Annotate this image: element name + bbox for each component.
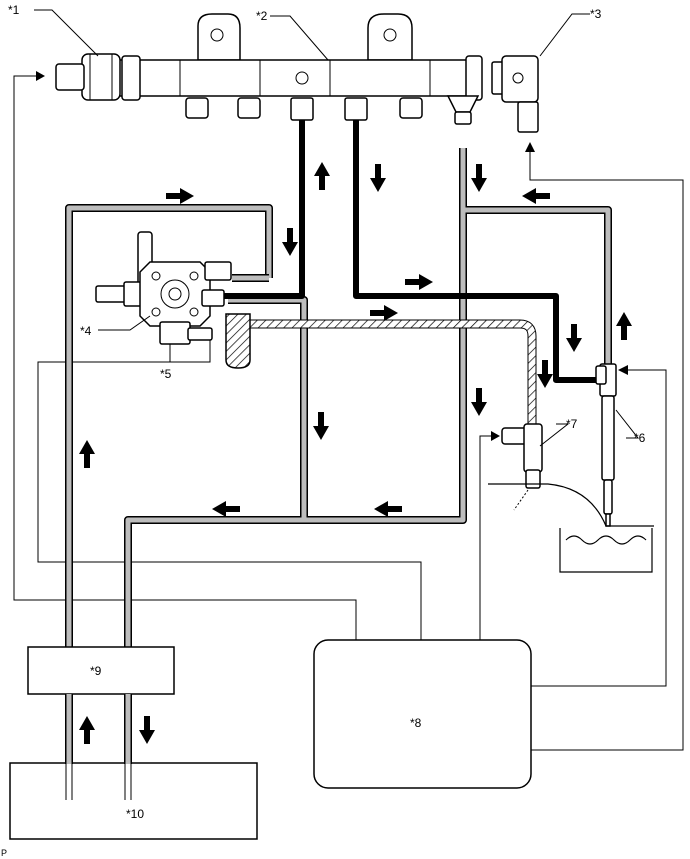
signal-wires: [13, 71, 684, 751]
callout-8: *8: [410, 716, 422, 730]
callout-1: *1: [8, 3, 20, 17]
exhaust-fuel-addition-injector: [501, 423, 543, 511]
return-lines: [65, 148, 612, 800]
corner-mark: P: [1, 848, 7, 858]
arrow-down-icon: [139, 716, 155, 744]
arrow-up-icon: [79, 440, 95, 468]
callout-6: *6: [634, 431, 646, 445]
engine-cylinder: [488, 483, 654, 573]
arrow-down-icon: [313, 412, 329, 440]
callout-10: *10: [126, 807, 144, 821]
callout-9: *9: [90, 664, 102, 678]
arrow-down-icon: [566, 324, 582, 352]
common-rail: [55, 13, 539, 133]
arrow-down-icon: [282, 228, 298, 256]
callout-3: *3: [590, 7, 602, 21]
high-pressure-lines: [205, 118, 605, 383]
callout-leaders: [34, 9, 640, 447]
arrow-down-icon: [370, 164, 386, 192]
callout-7: *7: [566, 417, 578, 431]
arrow-left-icon: [374, 501, 402, 517]
arrow-up-icon: [616, 312, 632, 340]
callout-4: *4: [80, 324, 92, 338]
arrow-down-icon: [471, 388, 487, 416]
arrow-right-icon: [370, 305, 398, 321]
arrow-up-icon: [314, 162, 330, 190]
flow-arrows: [79, 162, 632, 744]
arrow-up-icon: [79, 716, 95, 744]
ecu-box: [313, 639, 532, 789]
arrow-left-icon: [212, 501, 240, 517]
injector-supply-pipe: [240, 319, 537, 430]
injector: [595, 363, 617, 527]
arrow-right-icon: [166, 188, 194, 204]
arrow-left-icon: [522, 188, 550, 204]
arrow-right-icon: [405, 274, 433, 290]
supply-pump: [95, 231, 251, 369]
arrow-down-icon: [537, 360, 553, 388]
callout-2: *2: [256, 9, 268, 23]
arrow-down-icon: [471, 164, 487, 192]
callout-5: *5: [160, 367, 172, 381]
